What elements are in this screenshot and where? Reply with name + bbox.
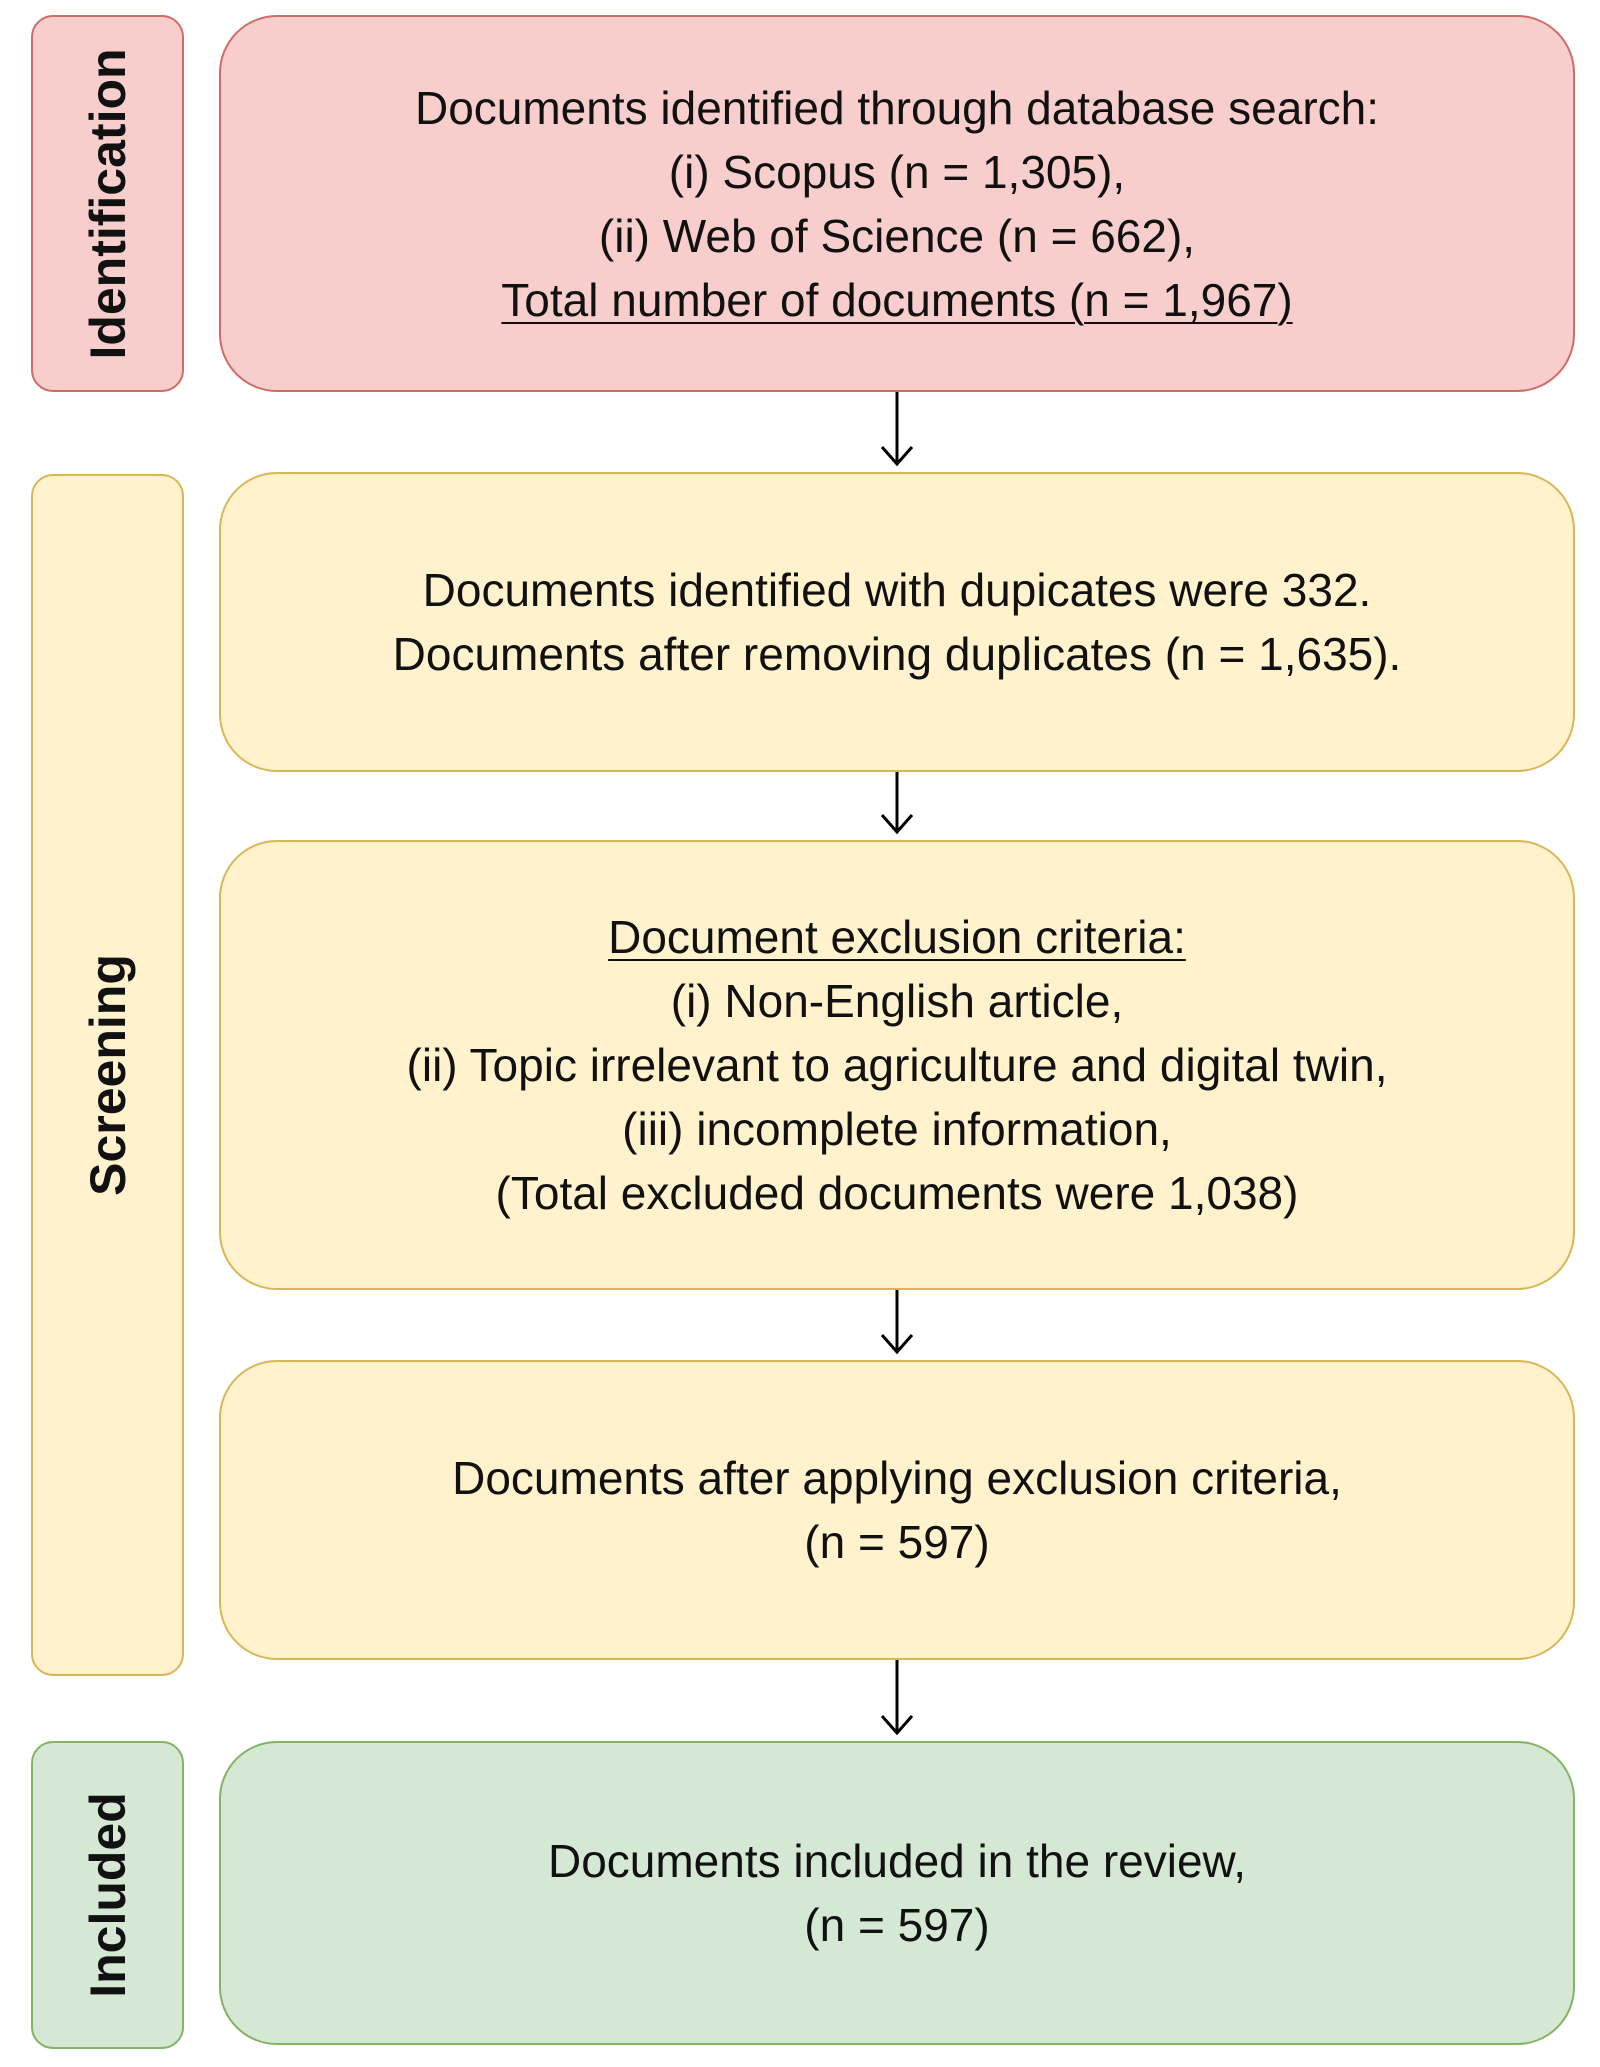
exclusion-line-3: (iii) incomplete information, [622,1103,1172,1155]
after-exclusion-box: Documents after applying exclusion crite… [219,1360,1575,1660]
duplicates-line-1: Documents identified with dupicates were… [422,564,1372,616]
arrowhead-2 [880,814,914,835]
duplicates-line-2: Documents after removing duplicates (n =… [392,628,1402,680]
identification-box: Documents identified through database se… [219,15,1575,392]
exclusion-line-2: (ii) Topic irrelevant to agriculture and… [406,1039,1388,1091]
identification-total: Total number of documents (n = 1,967) [501,273,1293,326]
stage-label-screening: Screening [31,474,184,1676]
identification-line-1: Documents identified through database se… [414,81,1380,134]
arrowhead-3 [880,1334,914,1355]
duplicates-box: Documents identified with dupicates were… [219,472,1575,772]
included-line-1: Documents included in the review, [547,1835,1247,1887]
identification-line-2: (i) Scopus (n = 1,305), [668,145,1126,198]
stage-label-included: Included [31,1741,184,2049]
exclusion-line-1: (i) Non-English article, [670,975,1124,1027]
exclusion-criteria-box: Document exclusion criteria: (i) Non-Eng… [219,840,1575,1290]
included-line-2: (n = 597) [804,1899,990,1951]
included-box: Documents included in the review, (n = 5… [219,1741,1575,2045]
arrowhead-4 [880,1715,914,1736]
after-exclusion-line-2: (n = 597) [804,1516,990,1568]
stage-label-identification: Identification [31,15,184,392]
identification-line-3: (ii) Web of Science (n = 662), [598,209,1196,262]
exclusion-heading: Document exclusion criteria: [608,911,1186,963]
arrowhead-1 [880,446,914,467]
exclusion-line-4: (Total excluded documents were 1,038) [495,1167,1299,1219]
after-exclusion-line-1: Documents after applying exclusion crite… [452,1452,1342,1504]
